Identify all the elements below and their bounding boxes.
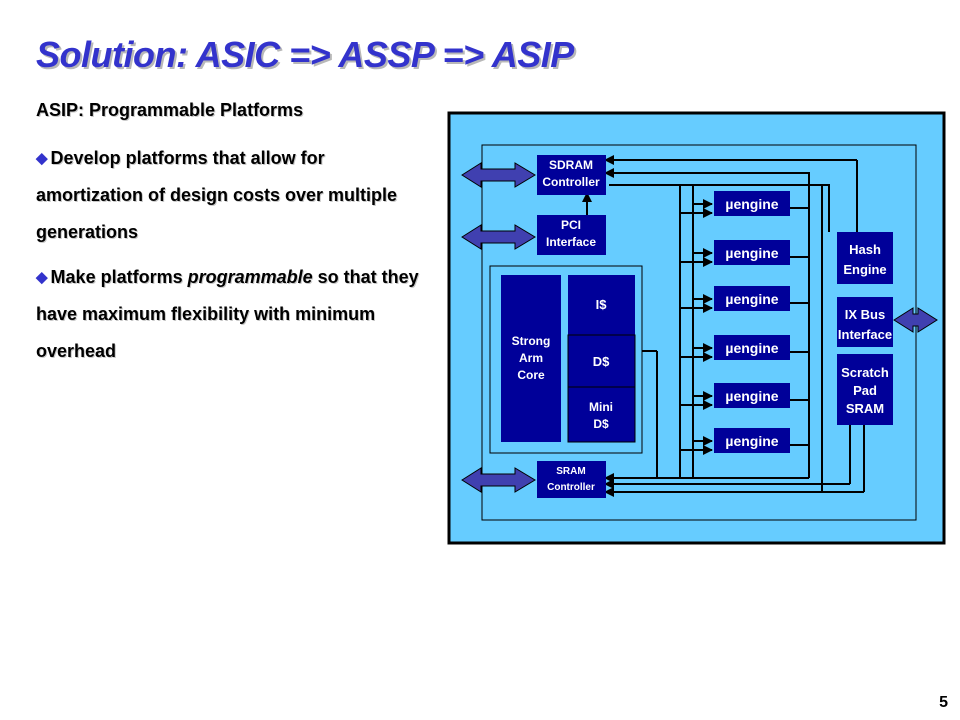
svg-text:µengine: µengine (725, 433, 778, 449)
sdram-controller-label-2: Controller (542, 175, 600, 189)
microengine-label: engine (733, 196, 778, 212)
instruction-cache-block: I$ (568, 275, 635, 335)
page-number: 5 (939, 694, 948, 711)
micro-symbol: µ (725, 388, 733, 404)
bullet-text: Develop platforms that allow for amortiz… (36, 148, 398, 242)
core-subsystem-boundary (489, 265, 643, 454)
sram-controller-label: SRAM (556, 466, 585, 477)
microengine-block: µengine (714, 191, 790, 216)
pci-interface-label: PCI (561, 218, 581, 232)
pci-interface-block: PCI Interface (537, 215, 606, 255)
hash-engine-block: Hash Engine (837, 232, 893, 284)
strongarm-core-label-2: Arm (519, 351, 543, 365)
mini-data-cache-block: Mini D$ (567, 386, 636, 443)
sdram-controller-block: SDRAM Controller (537, 155, 606, 195)
scratch-pad-sram-label-2: Pad (853, 383, 877, 398)
pci-io-arrow (461, 224, 536, 250)
bullet-emphasis: programmable (187, 267, 313, 287)
svg-text:µengine: µengine (725, 245, 778, 261)
ixbus-io-arrow (893, 307, 938, 333)
scratch-pad-sram-block: Scratch Pad SRAM (837, 354, 893, 425)
mini-data-cache-label: Mini (589, 400, 613, 414)
scratch-pad-sram-label: Scratch (841, 365, 889, 380)
microengine-block: µengine (714, 383, 790, 408)
bullet-list: ◆Develop platforms that allow for amorti… (36, 140, 436, 378)
microengine-block: µengine (714, 240, 790, 265)
scratch-pad-sram-label-3: SRAM (846, 401, 884, 416)
sdram-controller-label: SDRAM (549, 158, 593, 172)
pci-interface-label-2: Interface (546, 235, 596, 249)
strongarm-core-label-3: Core (517, 368, 545, 382)
bullet-item-programmable: ◆Make platforms programmable so that the… (36, 259, 436, 370)
micro-symbol: µ (725, 196, 733, 212)
slide-title: Solution: ASIC => ASSP => ASIP (36, 34, 574, 75)
io-arrows (461, 162, 938, 493)
sram-controller-label-2: Controller (547, 482, 595, 493)
bus-lines (582, 155, 865, 497)
microengine-label: engine (733, 291, 778, 307)
sdram-io-arrow (461, 162, 536, 188)
microengine-block: µengine (714, 286, 790, 311)
diamond-bullet-icon: ◆ (36, 269, 48, 286)
svg-text:µengine: µengine (725, 388, 778, 404)
strongarm-core-block: Strong Arm Core (501, 275, 561, 442)
bullet-item-platforms: ◆Develop platforms that allow for amorti… (36, 140, 436, 251)
microengine-label: engine (733, 388, 778, 404)
instruction-cache-label: I$ (596, 297, 608, 312)
microengine-label: engine (733, 433, 778, 449)
data-cache-block: D$ (567, 334, 636, 388)
strongarm-core-label: Strong (512, 334, 551, 348)
hash-engine-label-2: Engine (843, 262, 886, 277)
micro-symbol: µ (725, 245, 733, 261)
sram-controller-block: SRAM Controller (537, 461, 606, 498)
microengine-block: µengine (714, 428, 790, 453)
micro-symbol: µ (725, 433, 733, 449)
ix-bus-interface-label-2: Interface (838, 327, 892, 342)
microengine-label: engine (733, 245, 778, 261)
sram-io-arrow (461, 467, 536, 493)
microengine-block: µengine (714, 335, 790, 360)
hash-engine-label: Hash (849, 242, 881, 257)
ix-bus-interface-block: IX Bus Interface (837, 297, 893, 347)
diamond-bullet-icon: ◆ (36, 150, 48, 167)
ix-bus-interface-label: IX Bus (845, 307, 885, 322)
svg-text:µengine: µengine (725, 196, 778, 212)
micro-symbol: µ (725, 340, 733, 356)
micro-symbol: µ (725, 291, 733, 307)
bullet-text-end: so that they have maximum flexibility wi… (36, 267, 419, 361)
bullet-text-start: Make platforms (50, 267, 188, 287)
svg-text:µengine: µengine (725, 340, 778, 356)
slide-subtitle: ASIP: Programmable Platforms (36, 100, 304, 120)
mini-data-cache-label-2: D$ (593, 417, 609, 431)
chip-boundary (481, 144, 917, 521)
data-cache-label: D$ (593, 354, 610, 369)
network-processor-diagram: SDRAM Controller PCI Interface Strong Ar… (447, 111, 946, 545)
microengine-label: engine (733, 340, 778, 356)
svg-text:µengine: µengine (725, 291, 778, 307)
